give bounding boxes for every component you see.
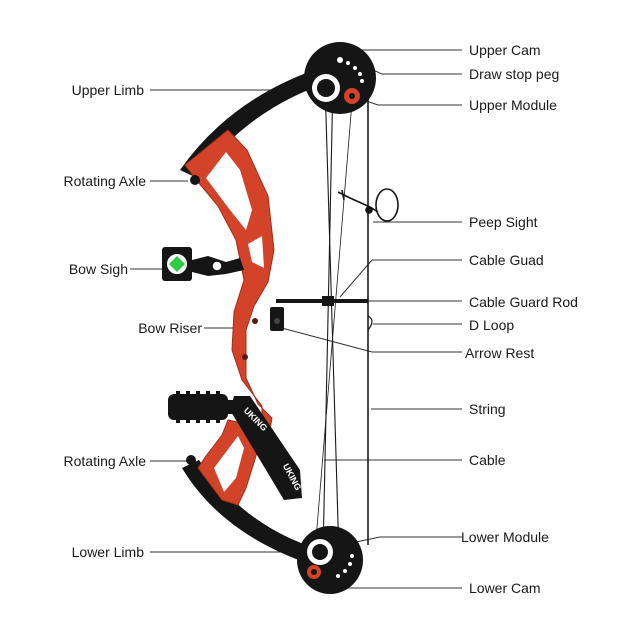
label-bow-riser: Bow Riser [138,320,202,336]
label-upper-limb: Upper Limb [71,82,144,98]
bow-riser [184,129,275,506]
d-loop [367,315,373,331]
cable-2 [324,81,340,558]
label-rotating-axle-bottom: Rotating Axle [63,453,147,469]
arrow-rest [270,307,284,331]
label-string: String [469,401,506,417]
label-lower-limb: Lower Limb [71,544,144,560]
label-cable: Cable [469,452,506,468]
label-cable-guad: Cable Guad [469,252,544,268]
label-d-loop: D Loop [469,317,515,333]
label-lower-module: Lower Module [461,529,549,545]
label-rotating-axle-top: Rotating Axle [63,173,147,189]
bow-sight [162,247,244,281]
label-lower-cam: Lower Cam [469,580,541,596]
cable-1 [322,79,334,556]
label-draw-stop-peg: Draw stop peg [469,66,560,82]
label-upper-module: Upper Module [469,97,557,113]
label-arrow-rest: Arrow Rest [465,345,535,361]
label-peep-sight: Peep Sight [469,214,538,230]
label-cable-guard-rod: Cable Guard Rod [469,294,578,310]
label-bow-sigh: Bow Sigh [68,261,128,277]
label-upper-cam: Upper Cam [469,42,541,58]
leader-lines [130,49,462,589]
peep-sight [337,188,399,222]
cable-guard-rod [276,296,368,306]
leader-arrow-rest [277,326,373,353]
leader-cable-guad [339,259,373,298]
lower-cam [297,526,363,594]
upper-cam [304,42,376,114]
cable-3 [314,89,354,553]
string-and-cables [314,79,369,558]
